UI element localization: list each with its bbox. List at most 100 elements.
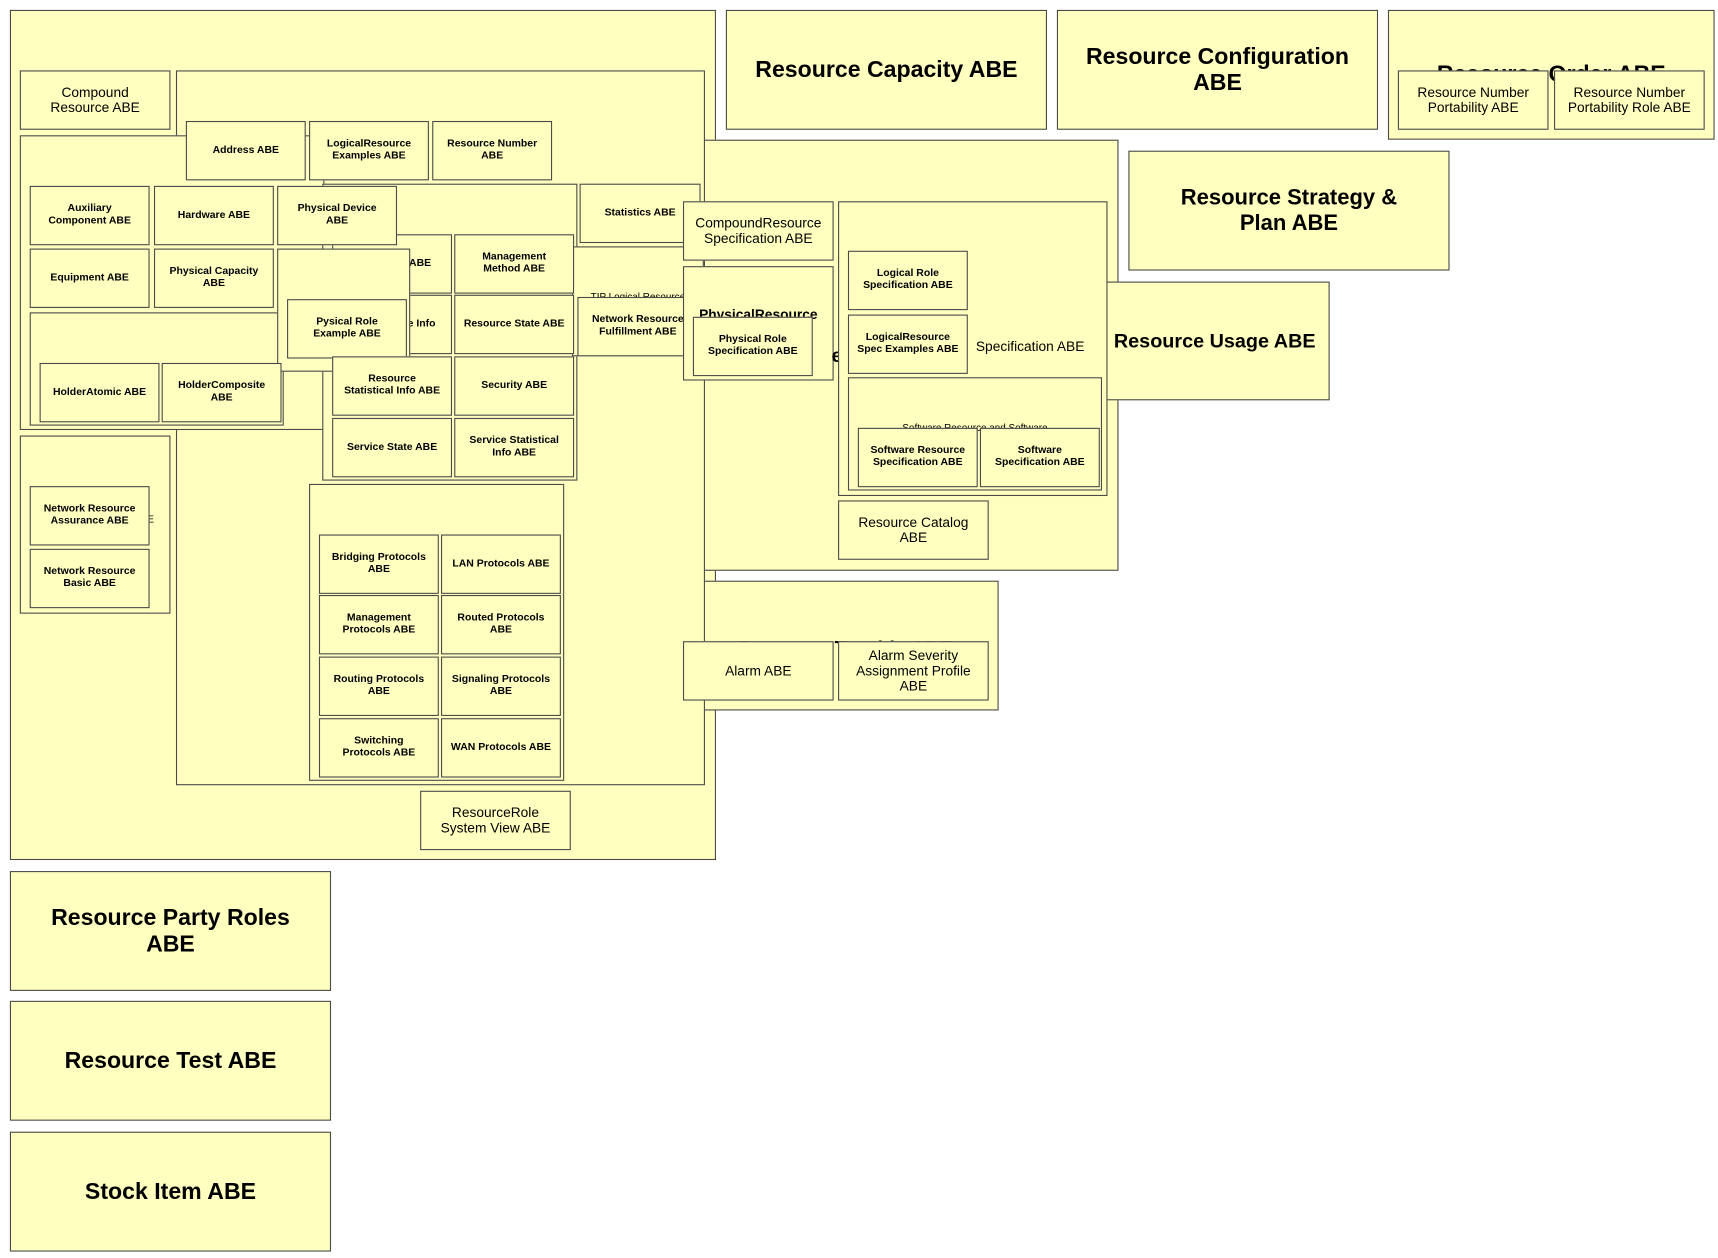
resource-number-portability-role-box[interactable]: Resource Number Portability Role ABE [1554,70,1705,130]
resource-number-portability-box[interactable]: Resource Number Portability ABE [1397,70,1549,130]
equipment-box[interactable]: Equipment ABE [29,248,150,308]
signaling-protocols-box[interactable]: Signaling Protocols ABE [441,656,561,716]
pysical-role-example-box[interactable]: Pysical Role Example ABE [287,299,407,359]
resource-capacity-box[interactable]: Resource Capacity ABE [725,9,1048,130]
bridging-protocols-label: Bridging Protocols ABE [331,551,426,576]
routing-protocols-box[interactable]: Routing Protocols ABE [318,656,439,716]
physical-capacity-label: Physical Capacity ABE [169,265,259,290]
software-resource-specification-box[interactable]: Software Resource Specification ABE [857,427,978,488]
hardware-box[interactable]: Hardware ABE [153,185,274,246]
alarm-severity-assignment-profile-label: Alarm Severity Assignment Profile ABE [856,647,971,694]
lan-protocols-label: LAN Protocols ABE [452,557,550,570]
logicalresource-examples-label: LogicalResource Examples ABE [326,137,412,162]
resource-catalog-box[interactable]: Resource Catalog ABE [838,500,989,560]
service-state-box[interactable]: Service State ABE [332,417,453,478]
stock-item-label: Stock Item ABE [84,1178,257,1204]
holder-atomic-label: HolderAtomic ABE [52,385,147,398]
pysical-role-example-label: Pysical Role Example ABE [313,316,381,340]
security-box[interactable]: Security ABE [454,356,575,416]
holder-composite-label: HolderComposite ABE [178,379,266,404]
equipment-label: Equipment ABE [50,271,129,284]
logicalresource-examples-box[interactable]: LogicalResource Examples ABE [309,120,429,181]
service-statistical-info-box[interactable]: Service Statistical Info ABE [454,417,575,478]
switching-protocols-box[interactable]: Switching Protocols ABE [318,718,439,778]
resource-capacity-label: Resource Capacity ABE [755,56,1018,83]
bridging-protocols-box[interactable]: Bridging Protocols ABE [318,534,439,594]
alarm-label: Alarm ABE [725,663,792,679]
holder-atomic-box[interactable]: HolderAtomic ABE [39,362,160,423]
resource-strategy-plan-label: Resource Strategy & Plan ABE [1180,185,1398,235]
wan-protocols-box[interactable]: WAN Protocols ABE [441,718,561,778]
resource-party-roles-box[interactable]: Resource Party Roles ABE [9,871,332,991]
resource-strategy-plan-box[interactable]: Resource Strategy & Plan ABE [1128,150,1450,271]
alarm-severity-assignment-profile-box[interactable]: Alarm Severity Assignment Profile ABE [838,641,989,701]
network-resource-fulfillment-box[interactable]: Network Resource Fulfillment ABE [577,296,699,357]
software-resource-specification-label: Software Resource Specification ABE [870,444,966,469]
specification-partial-label: Specification ABE [975,338,1085,355]
service-statistical-info-label: Service Statistical Info ABE [469,434,559,459]
compoundresource-specification-label: CompoundResource Specification ABE [695,215,822,247]
network-resource-assurance-box[interactable]: Network Resource Assurance ABE [29,486,150,546]
alarm-box[interactable]: Alarm ABE [682,641,834,701]
resourcerole-system-view-label: ResourceRole System View ABE [440,805,551,836]
resource-number-box[interactable]: Resource Number ABE [432,120,553,181]
resource-state-box[interactable]: Resource State ABE [454,294,575,355]
wan-protocols-label: WAN Protocols ABE [450,740,551,754]
clipped-e-label: E [147,513,154,525]
resourcerole-system-view-box[interactable]: ResourceRole System View ABE [420,790,571,851]
network-resource-basic-box[interactable]: Network Resource Basic ABE [29,548,150,609]
physical-device-label: Physical Device ABE [297,202,377,227]
statistics-box[interactable]: Statistics ABE [579,183,701,244]
management-protocols-box[interactable]: Management Protocols ABE [318,594,439,655]
holder-composite-box[interactable]: HolderComposite ABE [161,362,282,423]
resource-number-label: Resource Number ABE [447,137,538,162]
logical-role-specification-label: Logical Role Specification ABE [863,267,953,292]
resource-number-portability-role-label: Resource Number Portability Role ABE [1567,84,1691,116]
resource-state-label: Resource State ABE [463,317,565,330]
management-protocols-label: Management Protocols ABE [342,611,416,636]
stock-item-box[interactable]: Stock Item ABE [9,1131,332,1252]
management-method-label: Management Method ABE [482,251,547,275]
service-state-label: Service State ABE [346,440,438,453]
resource-test-box[interactable]: Resource Test ABE [9,1000,332,1121]
resource-statistical-info-box[interactable]: Resource Statistical Info ABE [332,356,453,416]
address-label: Address ABE [212,143,279,156]
logicalresource-spec-examples-label: LogicalResource Spec Examples ABE [857,331,959,356]
software-specification-box[interactable]: Software Specification ABE [979,427,1100,488]
resource-configuration-box[interactable]: Resource Configuration ABE [1056,9,1379,130]
compound-resource-box[interactable]: Compound Resource ABE [19,70,171,130]
network-resource-basic-label: Network Resource Basic ABE [43,565,136,590]
resource-usage-label: Resource Usage ABE [1113,329,1316,352]
routing-protocols-label: Routing Protocols ABE [333,673,425,698]
resource-party-roles-label: Resource Party Roles ABE [51,905,290,957]
routed-protocols-box[interactable]: Routed Protocols ABE [441,594,561,655]
physical-capacity-box[interactable]: Physical Capacity ABE [153,248,274,308]
switching-protocols-label: Switching Protocols ABE [342,735,416,759]
logicalresource-spec-examples-box[interactable]: LogicalResource Spec Examples ABE [847,314,968,374]
software-specification-label: Software Specification ABE [995,444,1085,469]
compoundresource-specification-box[interactable]: CompoundResource Specification ABE [682,201,834,261]
lan-protocols-box[interactable]: LAN Protocols ABE [441,534,561,594]
address-box[interactable]: Address ABE [185,120,306,181]
statistics-label: Statistics ABE [604,206,676,219]
routed-protocols-label: Routed Protocols ABE [457,611,545,636]
security-label: Security ABE [481,379,548,392]
physical-role-specification-label: Physical Role Specification ABE [707,333,798,358]
compound-resource-label: Compound Resource ABE [50,84,140,116]
physical-device-box[interactable]: Physical Device ABE [277,185,398,246]
logical-role-specification-box[interactable]: Logical Role Specification ABE [847,250,968,311]
clipped-e-text: e [831,344,843,367]
signaling-protocols-label: Signaling Protocols ABE [451,673,551,698]
management-method-box[interactable]: Management Method ABE [454,234,575,294]
auxiliary-component-box[interactable]: Auxiliary Component ABE [29,185,150,246]
network-resource-fulfillment-label: Network Resource Fulfillment ABE [592,313,684,338]
physical-role-specification-box[interactable]: Physical Role Specification ABE [692,316,813,377]
partial-info-label: e Info [407,317,436,330]
hardware-label: Hardware ABE [177,208,251,221]
resource-statistical-info-label: Resource Statistical Info ABE [344,373,441,398]
network-resource-assurance-label: Network Resource Assurance ABE [43,503,136,527]
resource-configuration-label: Resource Configuration ABE [1085,43,1350,96]
partial-abe-label: ABE [409,257,432,270]
resource-usage-box[interactable]: Resource Usage ABE [1099,281,1330,401]
resource-test-label: Resource Test ABE [64,1047,277,1074]
